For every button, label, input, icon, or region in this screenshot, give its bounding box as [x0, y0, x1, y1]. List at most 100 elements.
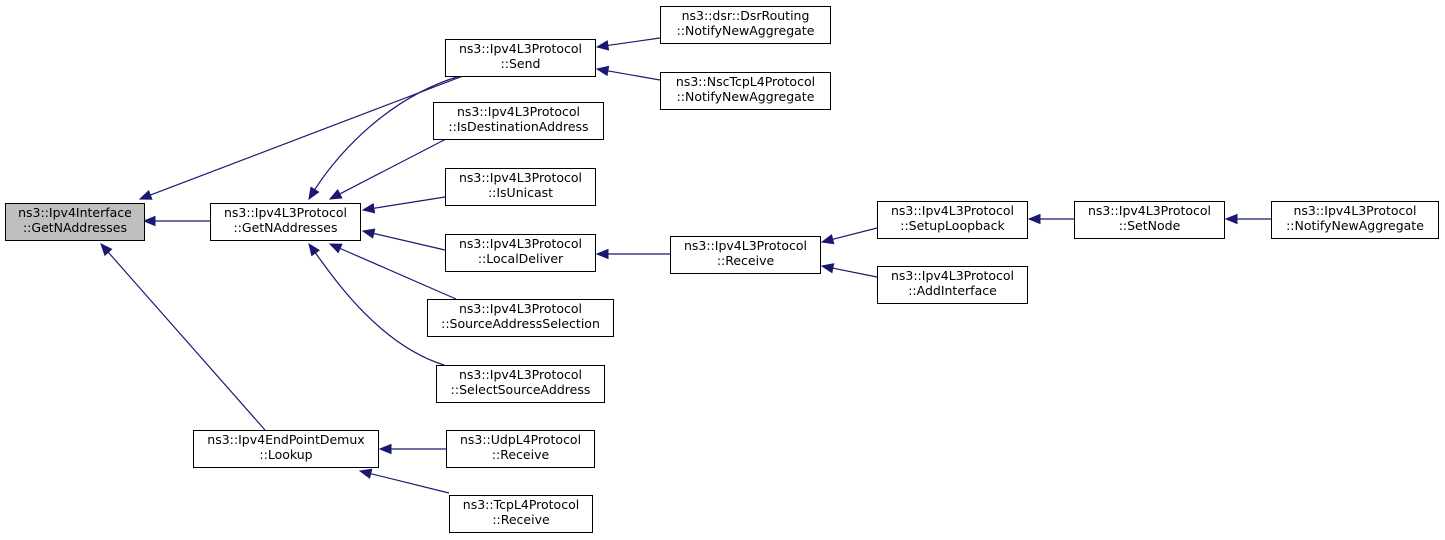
edge-line	[338, 138, 447, 195]
node-l3_setnode[interactable]: ns3::Ipv4L3Protocol::SetNode	[1074, 201, 1225, 239]
focus-node-box[interactable]	[5, 203, 145, 241]
node-label-method: ::Receive	[492, 512, 550, 527]
edge-arrowhead	[100, 243, 113, 257]
node-dsr_notifynewaggregate[interactable]: ns3::dsr::DsrRouting::NotifyNewAggregate	[660, 6, 831, 44]
node-box[interactable]	[210, 203, 361, 241]
edge-line	[372, 196, 446, 210]
node-label-class: ns3::Ipv4L3Protocol	[891, 203, 1014, 218]
node-box[interactable]	[660, 72, 831, 110]
edge-l3_localdeliver-to-l3_getnaddresses	[361, 228, 446, 251]
node-label-class: ns3::Ipv4L3Protocol	[457, 104, 580, 119]
node-box[interactable]	[445, 168, 596, 206]
node-label-class: ns3::Ipv4L3Protocol	[891, 268, 1014, 283]
edge-arrowhead	[595, 40, 610, 51]
edge-l3_getnaddresses-to-ipv4interface_getnaddresses	[142, 215, 210, 227]
node-l3_isunicast[interactable]: ns3::Ipv4L3Protocol::IsUnicast	[445, 168, 596, 206]
node-nsc_notifynewaggregate[interactable]: ns3::NscTcpL4Protocol::NotifyNewAggregat…	[660, 72, 831, 110]
node-label-class: ns3::Ipv4L3Protocol	[1293, 203, 1416, 218]
node-label-method: ::NotifyNewAggregate	[677, 23, 815, 38]
edge-arrowhead	[142, 215, 156, 227]
node-label-method: ::Receive	[492, 447, 550, 462]
node-l3_getnaddresses[interactable]: ns3::Ipv4L3Protocol::GetNAddresses	[210, 203, 361, 241]
edge-arrowhead	[378, 443, 392, 455]
node-box[interactable]	[660, 6, 831, 44]
edge-line	[313, 75, 461, 191]
edge-l3_selectsourceaddress-to-l3_getnaddresses	[308, 242, 445, 366]
node-l3_send[interactable]: ns3::Ipv4L3Protocol::Send	[445, 39, 596, 77]
edge-arrowhead	[595, 65, 610, 77]
node-box[interactable]	[445, 39, 596, 77]
node-box[interactable]	[446, 430, 595, 468]
edge-arrowhead	[820, 263, 835, 274]
node-box[interactable]	[433, 102, 604, 140]
edge-line	[338, 247, 457, 300]
node-l3_notifynewaggregate[interactable]: ns3::Ipv4L3Protocol::NotifyNewAggregate	[1271, 201, 1439, 239]
node-label-method: ::SetupLoopback	[900, 218, 1005, 233]
edge-arrowhead	[1027, 213, 1041, 225]
node-label-method: ::IsUnicast	[488, 185, 553, 200]
edge-arrowhead	[308, 242, 320, 257]
edge-l3_receive-to-l3_localdeliver	[595, 248, 670, 260]
node-label-method: ::SourceAddressSelection	[441, 316, 600, 331]
node-tcp_receive[interactable]: ns3::TcpL4Protocol::Receive	[449, 495, 593, 533]
node-l3_localdeliver[interactable]: ns3::Ipv4L3Protocol::LocalDeliver	[445, 234, 596, 272]
edge-arrowhead	[361, 203, 376, 214]
edge-arrowhead	[1224, 213, 1238, 225]
node-l3_receive[interactable]: ns3::Ipv4L3Protocol::Receive	[670, 236, 821, 274]
edge-l3_addinterface-to-l3_receive	[820, 263, 878, 278]
node-label-class: ns3::Ipv4L3Protocol	[459, 367, 582, 382]
node-label-method: ::GetNAddresses	[23, 220, 127, 235]
node-label-class: ns3::Ipv4L3Protocol	[459, 236, 582, 251]
node-label-class: ns3::Ipv4L3Protocol	[459, 170, 582, 185]
edges-layer	[100, 37, 1271, 494]
node-box[interactable]	[449, 495, 593, 533]
node-label-class: ns3::dsr::DsrRouting	[682, 8, 810, 23]
node-box[interactable]	[445, 234, 596, 272]
node-udp_receive[interactable]: ns3::UdpL4Protocol::Receive	[446, 430, 595, 468]
edge-line	[606, 37, 661, 47]
node-ipv4interface_getnaddresses[interactable]: ns3::Ipv4Interface::GetNAddresses	[5, 203, 145, 241]
node-l3_selectsourceaddress[interactable]: ns3::Ipv4L3Protocol::SelectSourceAddress	[436, 365, 605, 403]
node-l3_setuploopback[interactable]: ns3::Ipv4L3Protocol::SetupLoopback	[877, 201, 1028, 239]
node-label-method: ::SelectSourceAddress	[451, 382, 591, 397]
node-box[interactable]	[877, 201, 1028, 239]
node-box[interactable]	[877, 266, 1028, 304]
edge-arrowhead	[820, 234, 835, 245]
node-box[interactable]	[427, 299, 614, 337]
edge-arrowhead	[358, 468, 373, 479]
node-box[interactable]	[436, 365, 605, 403]
edge-endpointdemux_lookup-to-ipv4interface_getnaddresses	[100, 243, 266, 431]
node-l3_addinterface[interactable]: ns3::Ipv4L3Protocol::AddInterface	[877, 266, 1028, 304]
nodes-layer: ns3::Ipv4Interface::GetNAddressesns3::Ip…	[5, 6, 1439, 533]
edge-line	[369, 472, 450, 494]
edge-line	[372, 232, 446, 251]
node-label-class: ns3::Ipv4L3Protocol	[459, 301, 582, 316]
node-endpointdemux_lookup[interactable]: ns3::Ipv4EndPointDemux::Lookup	[193, 430, 379, 468]
edge-line	[149, 75, 464, 197]
node-box[interactable]	[193, 430, 379, 468]
edge-line	[107, 251, 266, 431]
node-box[interactable]	[1271, 201, 1439, 239]
edge-l3_sourceaddressselection-to-l3_getnaddresses	[328, 243, 457, 300]
edge-l3_send-to-ipv4interface_getnaddresses	[138, 75, 464, 200]
node-label-class: ns3::Ipv4Interface	[18, 205, 132, 220]
edge-dsr_notifynewaggregate-to-l3_send	[595, 37, 661, 51]
node-l3_sourceaddressselection[interactable]: ns3::Ipv4L3Protocol::SourceAddressSelect…	[427, 299, 614, 337]
node-label-method: ::Send	[501, 56, 541, 71]
node-label-method: ::IsDestinationAddress	[448, 119, 588, 134]
edge-line	[831, 267, 878, 278]
edge-arrowhead	[595, 248, 609, 260]
node-label-method: ::SetNode	[1119, 218, 1181, 233]
edge-line	[606, 70, 661, 81]
edge-l3_isunicast-to-l3_getnaddresses	[361, 196, 446, 214]
edge-udp_receive-to-endpointdemux_lookup	[378, 443, 446, 455]
edge-arrowhead	[138, 190, 153, 200]
edge-line	[314, 251, 445, 366]
node-box[interactable]	[1074, 201, 1225, 239]
node-label-class: ns3::UdpL4Protocol	[460, 432, 581, 447]
node-box[interactable]	[670, 236, 821, 274]
node-label-class: ns3::Ipv4L3Protocol	[224, 205, 347, 220]
node-l3_isdestinationaddress[interactable]: ns3::Ipv4L3Protocol::IsDestinationAddres…	[433, 102, 604, 140]
edge-arrowhead	[328, 243, 343, 254]
